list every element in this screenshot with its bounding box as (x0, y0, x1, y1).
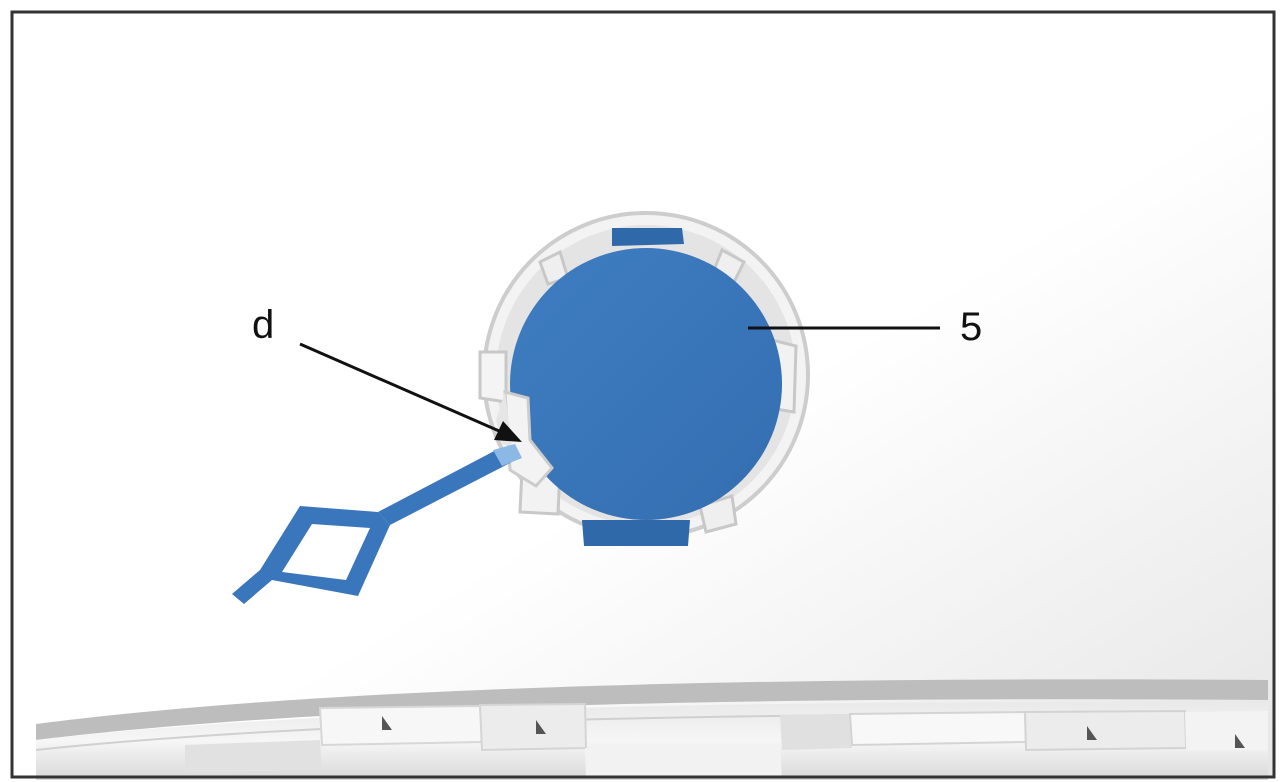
leader-arrowhead-d (494, 421, 522, 442)
bumper-trim (35, 679, 1269, 780)
leader-line-d (299, 342, 507, 436)
callout-5: 5 (960, 305, 982, 349)
tether-strap (232, 444, 522, 604)
frame-border (10, 10, 1276, 779)
callout-d: d (252, 303, 274, 347)
leader-lines (299, 326, 940, 442)
cap-part-5 (496, 228, 782, 546)
